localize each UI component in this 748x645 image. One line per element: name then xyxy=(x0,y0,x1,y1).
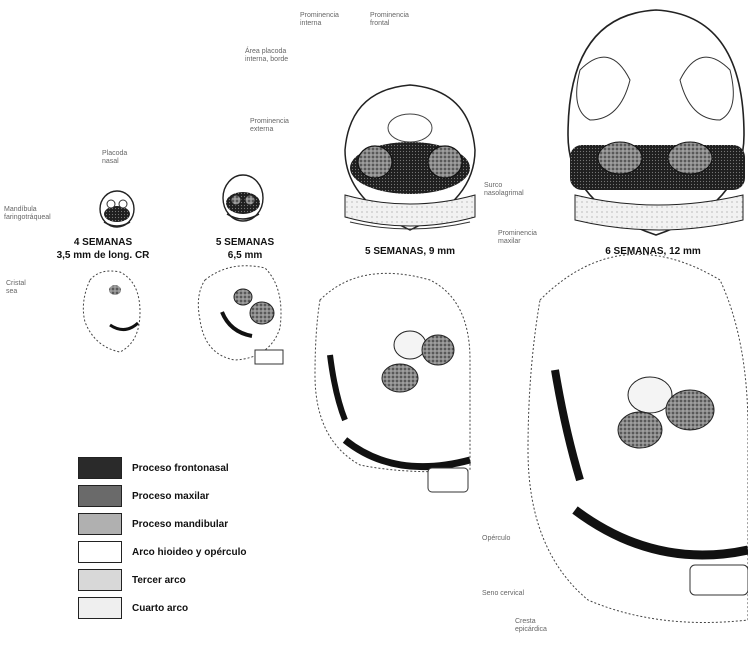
caption-stage3: 5 SEMANAS, 9 mm xyxy=(345,245,475,258)
legend-swatch xyxy=(78,569,122,591)
legend-item: Cuarto arco xyxy=(78,596,318,620)
label-prominencia-maxilar: Prominencia maxilar xyxy=(498,230,537,246)
stage3-frontal-view xyxy=(345,85,475,230)
label-cresta-epicardica: Cresta epicárdica xyxy=(515,618,547,634)
stage2-frontal-view xyxy=(223,175,263,221)
legend-swatch xyxy=(78,457,122,479)
legend-label: Tercer arco xyxy=(132,575,186,586)
legend-label: Arco hioideo y opérculo xyxy=(132,547,246,558)
label-placoda-nasal-interna: Área placoda interna, borde xyxy=(245,48,288,64)
stage4-frontal-view xyxy=(568,10,745,235)
legend-label: Proceso frontonasal xyxy=(132,463,229,474)
label-prominencia-frontal: Prominencia frontal xyxy=(370,12,409,28)
label-seno-cervical: Seno cervical xyxy=(482,590,524,598)
label-operculo: Opérculo xyxy=(482,535,510,543)
stage1-lateral-view xyxy=(83,271,140,352)
stage2-lateral-view xyxy=(198,266,283,364)
caption-stage2: 5 SEMANAS 6,5 mm xyxy=(205,236,285,262)
stage3-lateral-view xyxy=(315,273,470,492)
label-prominencia-nasal-interna: Prominencia interna xyxy=(300,12,339,28)
legend-item: Proceso frontonasal xyxy=(78,456,318,480)
stage1-frontal-view xyxy=(100,191,134,227)
legend-label: Proceso maxilar xyxy=(132,491,209,502)
legend-item: Proceso maxilar xyxy=(78,484,318,508)
label-placoda-nasal: Placoda nasal xyxy=(102,150,127,166)
legend-item: Arco hioideo y opérculo xyxy=(78,540,318,564)
label-mandibular: Mandíbula faringotráqueal xyxy=(4,206,51,222)
label-prominencia-nasal-externa: Prominencia externa xyxy=(250,118,289,134)
label-surco-nasolagrimal: Surco nasolagrimal xyxy=(484,182,524,198)
legend: Proceso frontonasal Proceso maxilar Proc… xyxy=(78,456,318,624)
legend-label: Proceso mandibular xyxy=(132,519,228,530)
legend-item: Proceso mandibular xyxy=(78,512,318,536)
caption-stage4: 6 SEMANAS, 12 mm xyxy=(578,245,728,258)
caption-stage1: 4 SEMANAS 3,5 mm de long. CR xyxy=(28,236,178,262)
stage4-lateral-view xyxy=(528,254,748,622)
legend-swatch xyxy=(78,541,122,563)
legend-label: Cuarto arco xyxy=(132,603,188,614)
legend-swatch xyxy=(78,597,122,619)
legend-swatch xyxy=(78,513,122,535)
label-ojo: Cristal sea xyxy=(6,280,26,296)
legend-item: Tercer arco xyxy=(78,568,318,592)
legend-swatch xyxy=(78,485,122,507)
